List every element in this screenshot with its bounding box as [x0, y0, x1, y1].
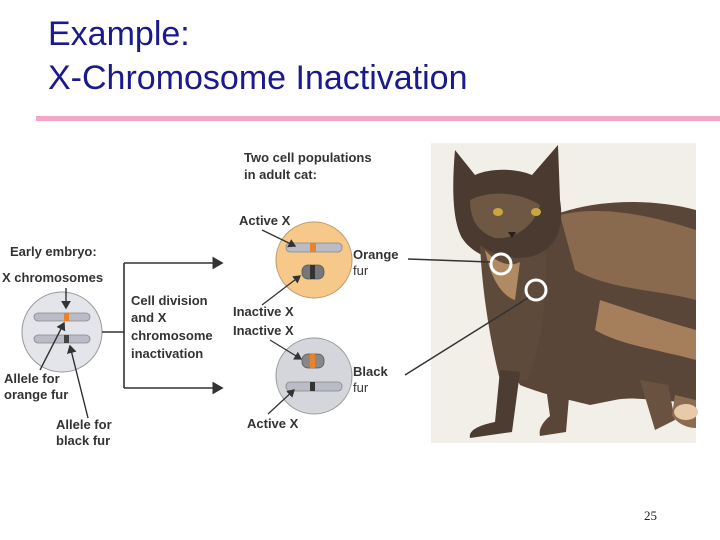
tortoiseshell-cat-photo	[431, 143, 698, 443]
slide-title: Example: X-Chromosome Inactivation	[48, 12, 468, 100]
diagram-heading-line-1: Two cell populations	[244, 150, 372, 165]
page-number: 25	[644, 508, 657, 523]
early-embryo-label: Early embryo:	[10, 244, 97, 259]
diagram-heading-line-2: in adult cat:	[244, 167, 317, 182]
cell-division-line-1: Cell division	[131, 293, 208, 308]
allele-orange-pointer	[39, 321, 66, 371]
title-divider	[36, 116, 720, 121]
active-x-top-label: Active X	[239, 213, 291, 228]
active-x-top-pointer	[261, 229, 297, 248]
inactive-x-pointer-2	[269, 339, 303, 360]
black-fur-leader-line	[404, 297, 529, 376]
x-chromosomes-label: X chromosomes	[2, 270, 103, 285]
active-x-bottom-label: Active X	[247, 416, 299, 431]
cell-division-line-4: inactivation	[131, 346, 203, 361]
orange-fur-marker	[489, 252, 513, 276]
orange-fur-cell	[275, 221, 353, 299]
inactive-x-pointer-1	[261, 275, 302, 306]
black-label: Black	[353, 364, 388, 379]
cell-division-line-3: chromosome	[131, 328, 213, 343]
black-fur-marker	[524, 278, 548, 302]
inactive-x-label-1: Inactive X	[233, 304, 294, 319]
cell-division-line-2: and X	[131, 310, 167, 325]
inactive-x-label-2: Inactive X	[233, 323, 294, 338]
allele-black-label-line-2: black fur	[56, 433, 110, 448]
active-x-bottom-pointer	[267, 389, 295, 415]
black-fur-cell	[275, 337, 353, 415]
slide-title-line-2: X-Chromosome Inactivation	[48, 59, 468, 97]
allele-black-label-line-1: Allele for	[56, 417, 112, 432]
orange-label: Orange	[353, 247, 399, 262]
orange-fur-leader-line	[407, 258, 491, 263]
allele-orange-label-line-1: Allele for	[4, 371, 60, 386]
allele-orange-label-line-2: orange fur	[4, 387, 68, 402]
black-fur-label: fur	[353, 380, 369, 395]
embryo-cell	[21, 291, 103, 373]
slide-title-line-1: Example:	[48, 15, 190, 53]
division-branch-arrows	[102, 256, 224, 395]
orange-fur-label: fur	[353, 263, 369, 278]
allele-black-pointer	[66, 344, 89, 419]
